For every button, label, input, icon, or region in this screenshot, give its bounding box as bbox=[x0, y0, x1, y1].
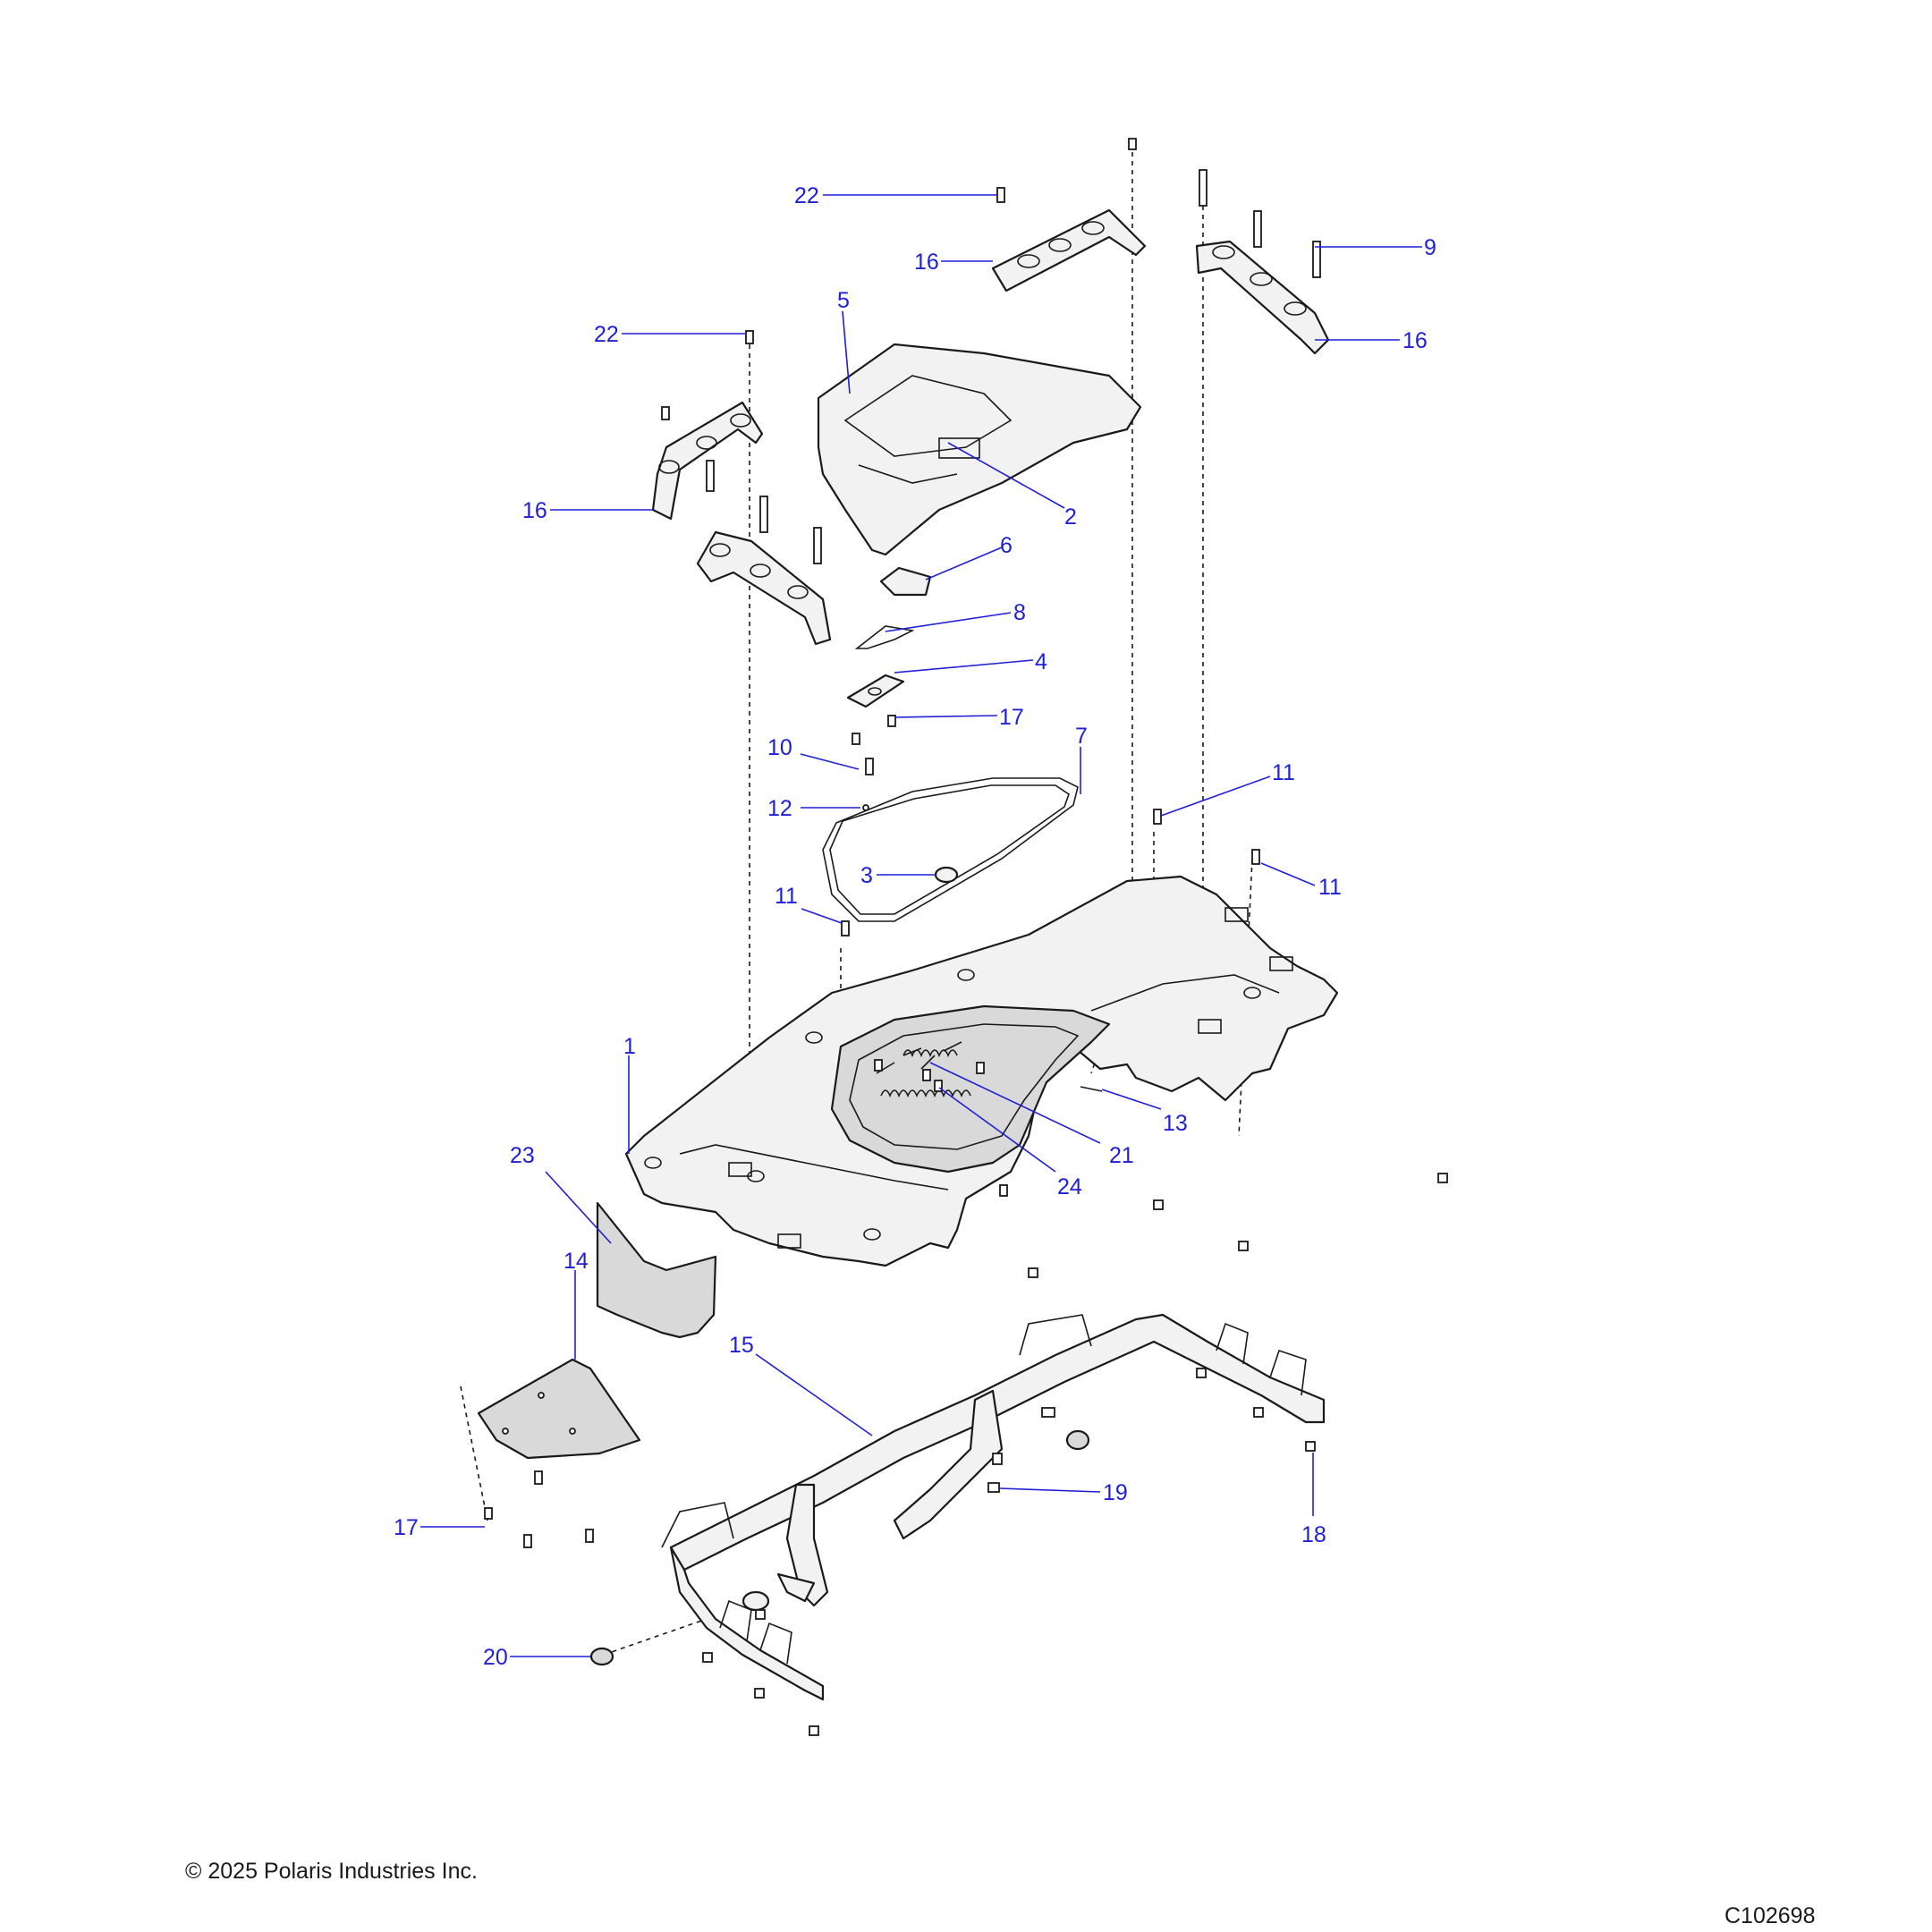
callout-23: 23 bbox=[510, 1143, 535, 1168]
callout-5: 5 bbox=[837, 288, 850, 313]
callout-15: 15 bbox=[729, 1333, 754, 1358]
part-23-side-panel bbox=[596, 1201, 717, 1339]
callout-22-a: 22 bbox=[794, 183, 819, 208]
callout-labels: 1 2 3 4 5 6 7 8 9 10 11 11 11 12 13 14 1… bbox=[394, 183, 1436, 1670]
callout-18: 18 bbox=[1301, 1522, 1326, 1547]
callout-17-b: 17 bbox=[394, 1515, 419, 1540]
figure-code: C102698 bbox=[1724, 1903, 1816, 1928]
callout-11-a: 11 bbox=[1272, 760, 1295, 785]
callout-11-c: 11 bbox=[775, 884, 798, 909]
callout-leaders bbox=[420, 194, 1422, 1657]
part-14-skid-plate bbox=[477, 1358, 641, 1460]
part-19-grommet bbox=[1065, 1429, 1090, 1451]
callout-9: 9 bbox=[1424, 235, 1436, 260]
part-7-seal bbox=[822, 777, 1079, 922]
part-6-latch bbox=[879, 566, 932, 597]
part-16-handle-top-center bbox=[991, 208, 1147, 292]
callout-6: 6 bbox=[1000, 533, 1013, 558]
callout-7: 7 bbox=[1075, 724, 1088, 749]
part-13-pin bbox=[1080, 1086, 1103, 1092]
callout-10: 10 bbox=[767, 735, 792, 760]
part-16-handle-left-lower bbox=[696, 530, 832, 646]
part-20-end-cap bbox=[589, 1647, 614, 1666]
callout-12: 12 bbox=[767, 796, 792, 821]
fasteners bbox=[484, 138, 1448, 1736]
part-8-clip bbox=[854, 625, 915, 649]
callout-8: 8 bbox=[1013, 600, 1026, 625]
callout-14: 14 bbox=[564, 1249, 589, 1274]
callout-3: 3 bbox=[860, 863, 873, 888]
part-3-plug bbox=[934, 866, 959, 884]
callout-2: 2 bbox=[1064, 504, 1077, 530]
callout-4: 4 bbox=[1035, 649, 1047, 674]
callout-21: 21 bbox=[1109, 1143, 1134, 1168]
part-15-frame bbox=[661, 1313, 1326, 1701]
callout-16-a: 16 bbox=[914, 250, 939, 275]
part-21-spring bbox=[880, 1049, 971, 1098]
callout-16-c: 16 bbox=[522, 498, 547, 523]
part-16-handle-top-right bbox=[1195, 240, 1330, 355]
callout-19: 19 bbox=[1103, 1480, 1128, 1505]
callout-16-b: 16 bbox=[1402, 328, 1428, 353]
callout-11-b: 11 bbox=[1318, 875, 1342, 900]
callout-17-a: 17 bbox=[999, 705, 1024, 730]
part-4-plate bbox=[846, 674, 905, 708]
part-5-rear-rack-cover bbox=[817, 343, 1142, 556]
copyright-notice: © 2025 Polaris Industries Inc. bbox=[185, 1859, 478, 1884]
callout-13: 13 bbox=[1163, 1111, 1188, 1136]
callout-1: 1 bbox=[623, 1034, 636, 1059]
callout-24: 24 bbox=[1057, 1174, 1082, 1199]
callout-22-b: 22 bbox=[594, 322, 619, 347]
part-16-handle-left-upper bbox=[651, 401, 764, 521]
callout-20: 20 bbox=[483, 1645, 508, 1670]
